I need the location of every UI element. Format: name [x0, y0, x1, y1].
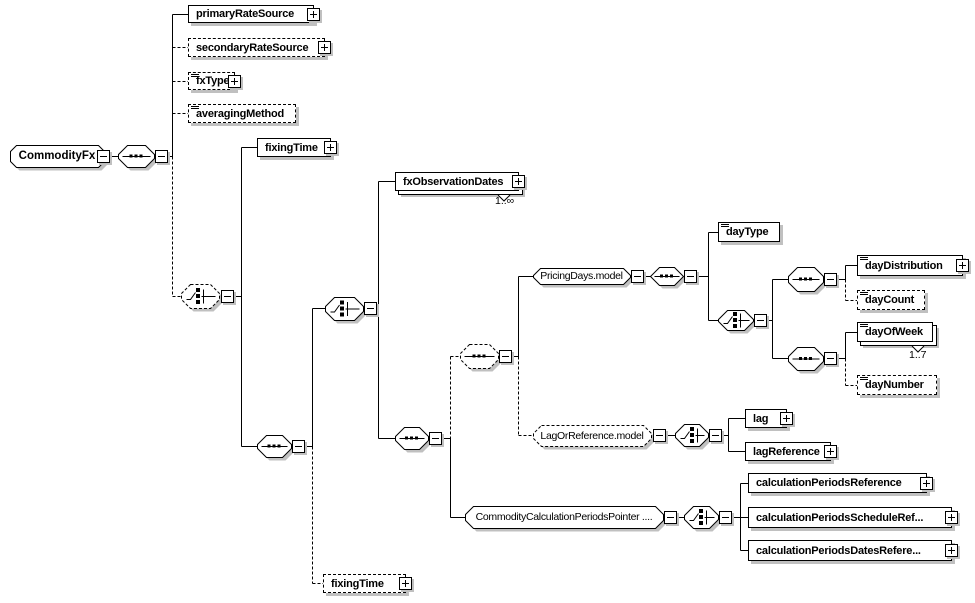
element-label: dayType — [726, 226, 769, 238]
element-fxType[interactable]: fxType — [188, 72, 235, 90]
element-dayNumber[interactable]: dayNumber — [857, 375, 937, 395]
occurrence-label: 1..∞ — [495, 195, 515, 207]
choice-compositor[interactable] — [718, 310, 757, 334]
collapse-icon[interactable] — [429, 432, 442, 445]
element-lag[interactable]: lag — [745, 409, 787, 428]
choice-compositor[interactable] — [325, 297, 367, 324]
simple-type-icon — [191, 73, 199, 77]
expand-icon[interactable] — [307, 8, 320, 21]
collapse-icon[interactable] — [97, 150, 110, 163]
simple-type-icon — [860, 256, 868, 260]
model-group-label: PricingDays.model — [540, 270, 623, 282]
element-label: averagingMethod — [196, 107, 285, 120]
expand-icon[interactable] — [920, 477, 933, 490]
simple-type-icon — [860, 323, 868, 327]
collapse-icon[interactable] — [684, 270, 697, 283]
model-group-shape[interactable] — [533, 425, 655, 450]
element-dayType[interactable]: dayType — [718, 222, 780, 242]
element-label: secondaryRateSource — [196, 41, 309, 54]
expand-icon[interactable] — [780, 412, 793, 425]
expand-icon[interactable] — [399, 577, 412, 590]
element-dayOfWeek[interactable]: dayOfWeek — [857, 322, 933, 342]
collapse-icon[interactable] — [292, 440, 305, 453]
element-label: dayNumber — [865, 379, 924, 391]
element-label: primaryRateSource — [196, 8, 295, 20]
sequence-compositor[interactable] — [460, 344, 502, 372]
element-label: fxType — [196, 75, 230, 87]
element-dayDistribution[interactable]: dayDistribution — [857, 255, 963, 276]
choice-compositor[interactable] — [675, 424, 712, 450]
collapse-icon[interactable] — [709, 429, 722, 442]
repeat-notch — [497, 190, 511, 202]
element-label: lagReference — [753, 445, 820, 458]
collapse-icon[interactable] — [754, 314, 767, 327]
model-group-label: CommodityCalculationPeriodsPointer .... — [475, 511, 653, 523]
simple-type-icon — [860, 291, 868, 295]
element-label: dayDistribution — [865, 259, 943, 272]
collapse-icon[interactable] — [719, 511, 732, 524]
element-primaryRateSource[interactable]: primaryRateSource — [188, 5, 314, 23]
simple-type-icon — [721, 223, 729, 227]
simple-type-icon — [191, 105, 199, 109]
element-calculationPeriodsScheduleReference[interactable]: calculationPeriodsScheduleRef... — [748, 507, 952, 528]
choice-compositor[interactable] — [181, 284, 223, 312]
expand-icon[interactable] — [945, 511, 958, 524]
collapse-icon[interactable] — [221, 290, 234, 303]
collapse-icon[interactable] — [824, 352, 837, 365]
model-group-shape[interactable] — [465, 506, 667, 532]
model-group-CommodityCalculationPeriodsPointer[interactable]: CommodityCalculationPeriodsPointer .... — [465, 506, 663, 528]
model-group-shape[interactable] — [533, 268, 634, 288]
root-element-shape[interactable] — [10, 145, 108, 171]
expand-icon[interactable] — [318, 41, 331, 54]
connector-solid — [110, 14, 858, 551]
element-label: calculationPeriodsReference — [756, 477, 902, 489]
expand-icon[interactable] — [824, 445, 837, 458]
connector-dashed — [172, 47, 858, 584]
element-label: CommodityFx — [18, 150, 96, 162]
occurrence-label: 1..7 — [909, 349, 927, 361]
element-label: calculationPeriodsScheduleRef... — [756, 511, 924, 524]
collapse-icon[interactable] — [653, 429, 666, 442]
collapse-icon[interactable] — [664, 511, 677, 524]
expand-icon[interactable] — [324, 141, 337, 154]
repeat-notch — [911, 341, 925, 353]
element-label: fxObservationDates — [403, 175, 504, 188]
expand-icon[interactable] — [945, 544, 958, 557]
element-fixingTime-optional[interactable]: fixingTime — [323, 574, 406, 593]
model-group-LagOrReference[interactable]: LagOrReference.model — [533, 425, 651, 446]
choice-compositor[interactable] — [684, 506, 722, 532]
model-group-label: LagOrReference.model — [540, 429, 644, 442]
sequence-compositor[interactable] — [649, 267, 687, 289]
collapse-icon[interactable] — [364, 302, 377, 315]
element-fxObservationDates[interactable]: fxObservationDates — [395, 172, 519, 191]
collapse-icon[interactable] — [631, 270, 644, 283]
element-calculationPeriodsDatesReference[interactable]: calculationPeriodsDatesRefere... — [748, 540, 952, 561]
element-label: fixingTime — [331, 577, 384, 590]
expand-icon[interactable] — [956, 259, 969, 272]
sequence-compositor[interactable] — [118, 145, 158, 171]
element-label: dayOfWeek — [865, 326, 923, 338]
sequence-compositor[interactable] — [257, 435, 295, 461]
simple-type-icon — [860, 376, 868, 380]
element-averagingMethod[interactable]: averagingMethod — [188, 104, 296, 123]
collapse-icon[interactable] — [499, 350, 512, 363]
collapse-icon[interactable] — [155, 150, 168, 163]
sequence-compositor[interactable] — [395, 427, 432, 453]
collapse-icon[interactable] — [824, 273, 837, 286]
element-label: dayCount — [865, 294, 915, 306]
element-secondaryRateSource[interactable]: secondaryRateSource — [188, 38, 325, 57]
sequence-compositor[interactable] — [788, 267, 827, 295]
element-fixingTime[interactable]: fixingTime — [257, 138, 331, 157]
expand-icon[interactable] — [228, 75, 241, 88]
sequence-compositor[interactable] — [788, 347, 827, 374]
expand-icon[interactable] — [512, 175, 525, 188]
element-calculationPeriodsReference[interactable]: calculationPeriodsReference — [748, 473, 927, 493]
element-CommodityFx[interactable]: CommodityFx — [10, 145, 104, 167]
element-label: calculationPeriodsDatesRefere... — [756, 544, 921, 557]
element-lagReference[interactable]: lagReference — [745, 442, 831, 461]
element-label: lag — [753, 412, 769, 425]
element-dayCount[interactable]: dayCount — [857, 290, 925, 310]
model-group-PricingDays[interactable]: PricingDays.model — [533, 268, 630, 284]
element-label: fixingTime — [265, 141, 318, 154]
